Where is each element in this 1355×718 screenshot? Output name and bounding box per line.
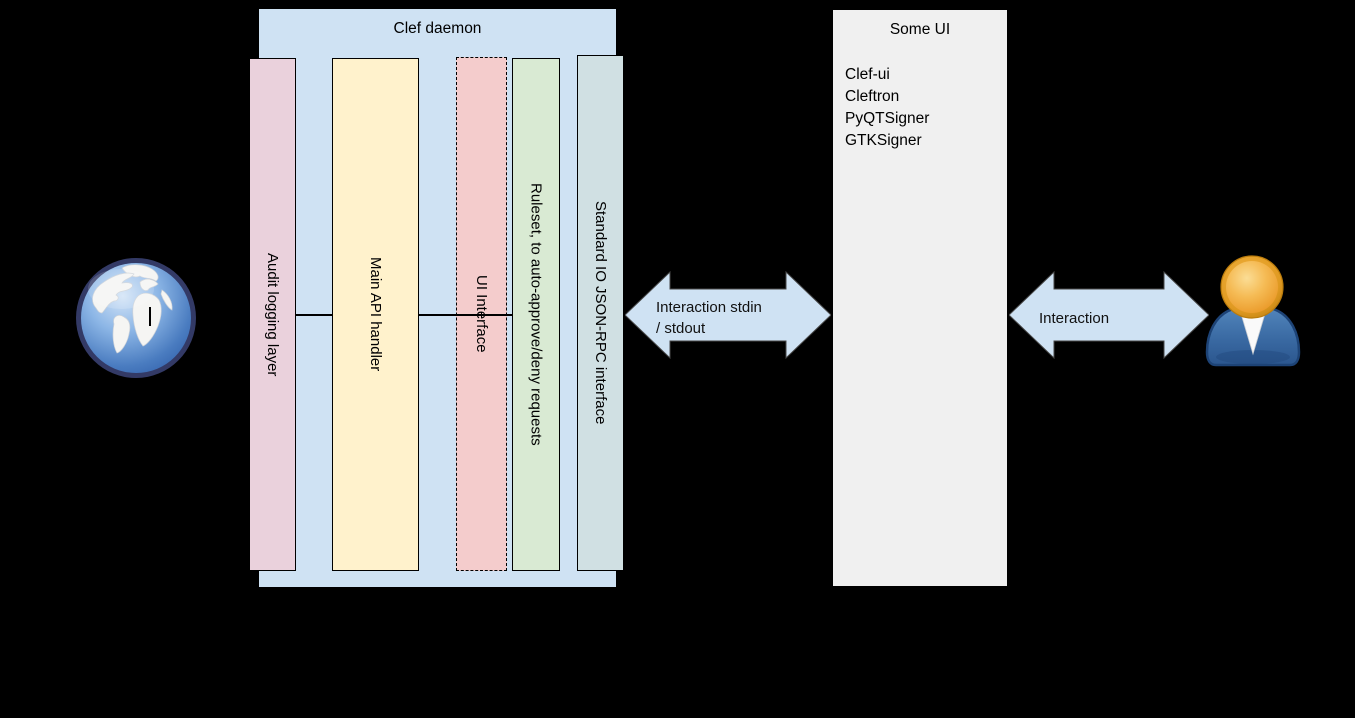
arrow-label-stdin-stdout: Interaction stdin / stdout: [656, 297, 762, 339]
some-ui-list-item: Clef-ui: [845, 66, 890, 83]
globe-continents: [92, 264, 173, 354]
interaction-arrow-icon: [1009, 271, 1209, 359]
user-icon: [1205, 255, 1301, 367]
layer-label: UI Interface: [473, 275, 490, 353]
clef-daemon-title: Clef daemon: [393, 20, 482, 37]
layer-ruleset: Ruleset, to auto-approve/deny requests: [512, 58, 560, 571]
layer-audit-logging: Audit logging layer: [249, 58, 296, 571]
user-body-shadow: [1216, 350, 1290, 364]
globe-highlight: [88, 269, 154, 309]
some-ui-panel: [832, 9, 1008, 587]
some-ui-list: Clef-ui Cleftron PyQTSigner GTKSigner: [845, 64, 929, 152]
some-ui-title: Some UI: [889, 21, 951, 38]
layer-label: Ruleset, to auto-approve/deny requests: [527, 183, 545, 446]
interaction-stdio-arrow-icon: [625, 271, 831, 359]
text-cursor-artifact: [149, 307, 151, 326]
arrow-label-line: / stdout: [656, 320, 706, 337]
layer-label: Main API handler: [367, 257, 384, 372]
globe-icon: [76, 258, 196, 378]
some-ui-list-item: GTKSigner: [845, 132, 922, 149]
arrow-label-line: Interaction: [1039, 310, 1110, 327]
layer-stdio-jsonrpc: Standard IO JSON-RPC interface: [577, 55, 624, 571]
arrow-label-interaction: Interaction: [1039, 308, 1109, 329]
layer-main-api-handler: Main API handler: [332, 58, 419, 571]
double-arrow-shape: [1009, 271, 1209, 359]
some-ui-list-item: PyQTSigner: [845, 110, 930, 127]
connector-line: [419, 314, 513, 316]
arrow-label-line: Interaction stdin: [656, 299, 762, 316]
layer-label: Standard IO JSON-RPC interface: [592, 201, 609, 425]
clef-daemon-container: [258, 8, 617, 588]
some-ui-list-item: Cleftron: [845, 88, 900, 105]
double-arrow-shape: [625, 271, 831, 359]
user-head: [1226, 261, 1278, 313]
layer-label: Audit logging layer: [264, 252, 281, 377]
connector-line: [296, 314, 332, 316]
